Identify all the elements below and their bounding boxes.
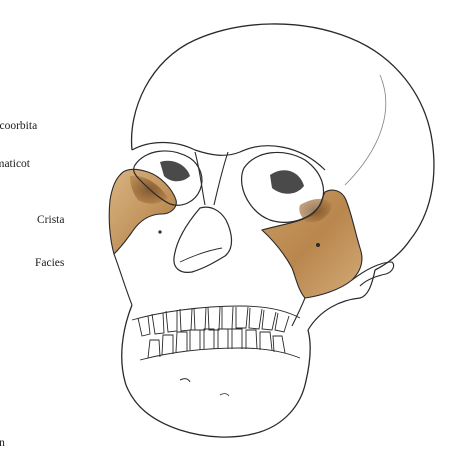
label-crista: Crista (37, 213, 64, 227)
label-zygomaticotemporal: gomaticot (0, 157, 30, 171)
label-facies: Facies (35, 256, 64, 270)
upper-teeth (132, 306, 300, 336)
mandible-outline (122, 305, 310, 437)
nasal-bones (195, 152, 228, 205)
nasal-aperture (174, 207, 232, 272)
lower-teeth (140, 329, 300, 360)
label-zygomaticoorbital: aticoorbita (0, 119, 37, 133)
zygomaticofacial-foramen (316, 243, 320, 247)
mental-foramen (180, 379, 190, 382)
temporal-line (345, 75, 386, 185)
